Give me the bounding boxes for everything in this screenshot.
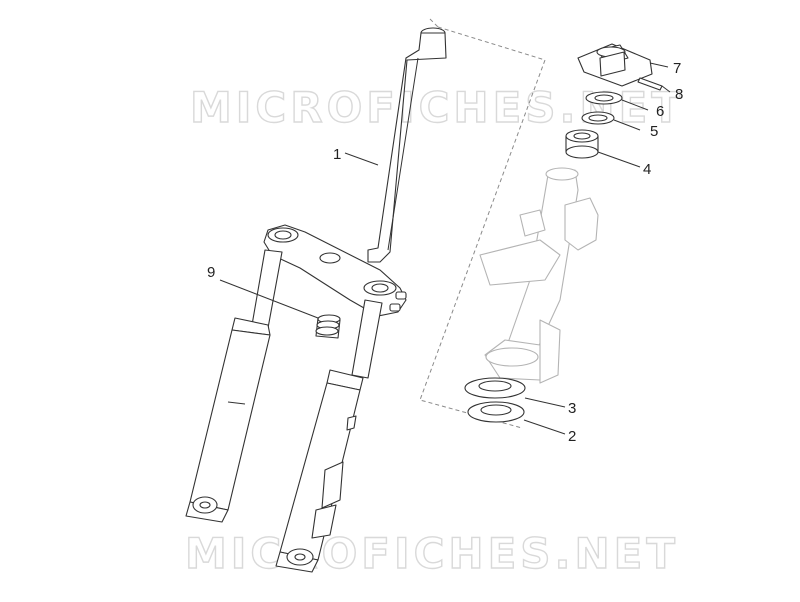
leader-line-4 <box>597 151 641 168</box>
steering-top-cap <box>577 43 653 87</box>
lock-pin <box>637 77 663 91</box>
leader-line-6 <box>621 99 649 111</box>
callout-2: 2 <box>568 428 576 445</box>
callout-7: 7 <box>673 60 681 77</box>
leader-line-9 <box>219 279 319 319</box>
lower-race <box>467 401 525 423</box>
fork-leg-right <box>275 299 383 573</box>
leader-line-8 <box>661 85 671 93</box>
assembly-boundary-top <box>429 18 439 28</box>
fork-spring-boot <box>315 314 341 339</box>
fork-leg-left <box>185 249 283 523</box>
callout-4: 4 <box>643 161 651 178</box>
leader-line-5 <box>613 119 641 131</box>
callout-8: 8 <box>675 86 683 103</box>
leader-line-7 <box>649 62 669 68</box>
leader-line-2 <box>523 419 566 435</box>
callout-5: 5 <box>650 123 658 140</box>
callout-1: 1 <box>333 146 341 163</box>
upper-bearing <box>565 129 599 159</box>
triple-clamp <box>263 224 407 317</box>
callout-3: 3 <box>568 400 576 417</box>
callout-6: 6 <box>656 103 664 120</box>
steering-stem <box>367 27 447 263</box>
lower-bearing <box>464 377 526 399</box>
leader-line-1 <box>344 152 379 166</box>
watermark-bottom: MICROFICHES.NET <box>185 529 679 578</box>
lock-washer <box>585 91 623 105</box>
callout-9: 9 <box>207 264 215 281</box>
watermark-top: MICROFICHES.NET <box>190 83 684 132</box>
leader-line-3 <box>524 397 566 408</box>
frame-head-tube-ghost <box>479 167 599 384</box>
washer <box>581 111 615 125</box>
